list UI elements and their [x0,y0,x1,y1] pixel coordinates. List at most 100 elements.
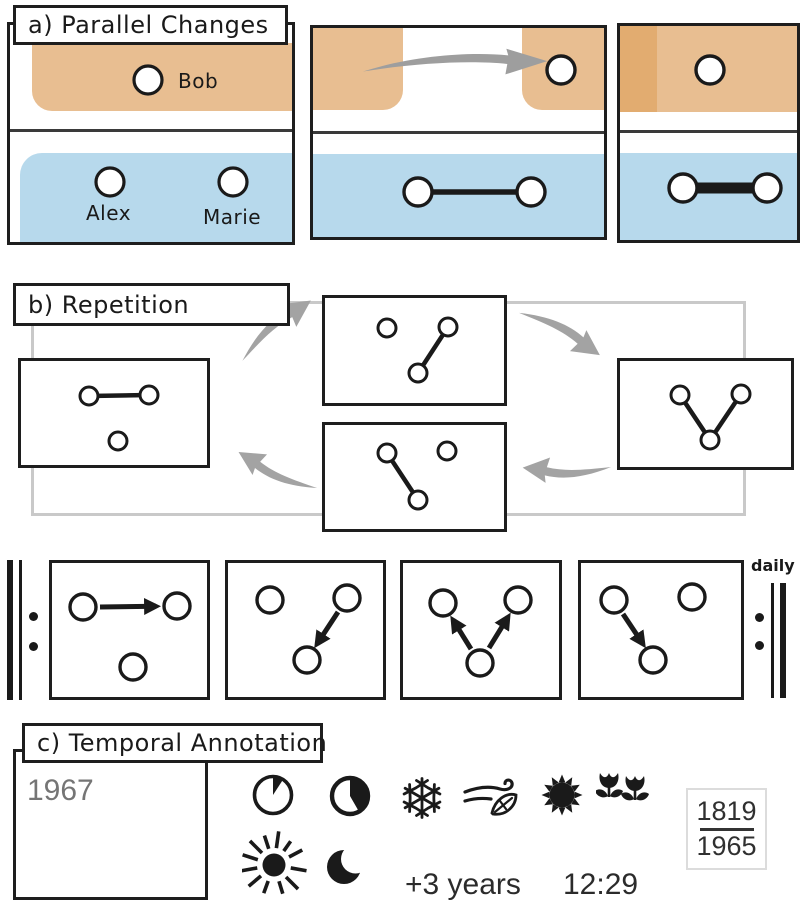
repeat-sign-close-bar [780,583,786,698]
year-annotation-box: 1967 [13,749,208,900]
sequence-box-3 [400,560,562,700]
graph-node-marie [217,166,249,198]
panel-b-title: b) Repetition [28,290,190,319]
graph-node [638,645,668,675]
panel-a-frame-3 [617,23,800,243]
graph-node [465,648,495,678]
repeat-interval-label: daily [751,556,795,575]
clock-wedge-small-icon [252,774,294,816]
graph-node [694,54,726,86]
repeat-sign-open-bar [7,560,13,700]
graph-node [162,591,192,621]
directed-edge [486,612,511,650]
orange-group-region-left [313,28,403,110]
graph-node [376,442,398,464]
cycle-graph-4 [376,440,458,511]
graph-node [667,172,699,204]
graph-node [515,176,547,208]
clock-time-label: 12:29 [563,868,639,901]
alex-label: Alex [86,201,132,225]
graph-node [545,54,577,86]
graph-node [669,384,691,406]
sun-summer-icon [541,774,583,816]
repeat-sign-open-dot [29,612,38,621]
panel-a-frame-2 [310,25,607,240]
panel-b-title-box: b) Repetition [13,283,290,326]
cycle-graph-1 [78,384,160,452]
sequence-graph-2 [255,583,362,675]
graph-node [503,585,533,615]
graph-node [118,652,148,682]
year-fraction-box: 1819 1965 [686,788,767,870]
graph-node [407,362,429,384]
graph-node [376,317,398,339]
graph-node [292,645,322,675]
graph-node-bob [132,64,164,96]
directed-edge [314,610,341,649]
graph-node [332,583,362,613]
sequence-box-1 [49,560,210,700]
sequence-graph-4 [599,582,707,675]
sequence-box-2 [225,560,386,700]
sequence-graph-3 [428,585,533,678]
cycle-box-2 [322,295,507,406]
clock-wedge-large-icon [329,775,371,817]
graph-node [402,176,434,208]
graph-node [436,440,458,462]
sun-day-icon [242,831,307,895]
cycle-box-3 [617,358,794,470]
cycle-box-1 [18,358,210,468]
panel-a-title-box: a) Parallel Changes [13,5,288,45]
directed-edge [99,597,162,615]
repeat-sign-close-line [771,583,774,698]
snowflake-winter-icon [400,777,444,819]
graph-node [437,316,459,338]
blue-group-region [313,154,604,237]
graph-node [78,385,100,407]
wind-leaf-autumn-icon [463,778,518,816]
graph-frame2 [402,54,577,208]
graph-node [677,582,707,612]
graph-node [730,383,752,405]
panel-c-title: c) Temporal Annotation [37,729,328,757]
repeat-sign-close-dot [755,641,764,650]
year-label: 1967 [27,774,94,807]
repeat-sign-open-line [19,560,22,700]
graph-node [138,384,160,406]
graph-node [699,429,721,451]
directed-edge [620,612,646,649]
group-divider-line [620,130,797,133]
move-arrow-icon [362,48,548,75]
tulips-spring-icon [596,773,649,801]
sequence-graph-1 [68,591,192,682]
graph-node [407,489,429,511]
panel-a-frame-1: Bob Alex Marie [7,22,295,245]
graph-frame3 [667,54,783,204]
graph-node-alex [94,166,126,198]
group-divider-line [313,131,604,134]
relative-time-label: +3 years [405,868,521,901]
marie-label: Marie [203,205,262,229]
orange-group-region-dark-stripe [620,26,657,112]
cycle-box-4 [322,422,507,532]
graph-node [751,172,783,204]
graph-node [107,430,129,452]
fraction-top: 1819 [696,795,757,826]
bob-label: Bob [178,69,219,93]
cycle-graph-2 [376,316,459,384]
graph-node [599,585,629,615]
directed-edge [450,615,474,651]
blue-group-region [20,153,292,242]
graph-frame1 [94,64,249,198]
graph-node [428,588,458,618]
panel-a-title: a) Parallel Changes [28,11,269,39]
repeat-sign-close-dot [755,613,764,622]
sequence-box-4 [578,560,744,700]
fraction-bar [699,827,754,831]
group-divider-line [10,129,292,132]
panel-c-title-box: c) Temporal Annotation [22,723,327,763]
crescent-moon-night-icon [327,844,370,884]
cycle-graph-3 [669,383,752,451]
fraction-bottom: 1965 [696,830,757,861]
